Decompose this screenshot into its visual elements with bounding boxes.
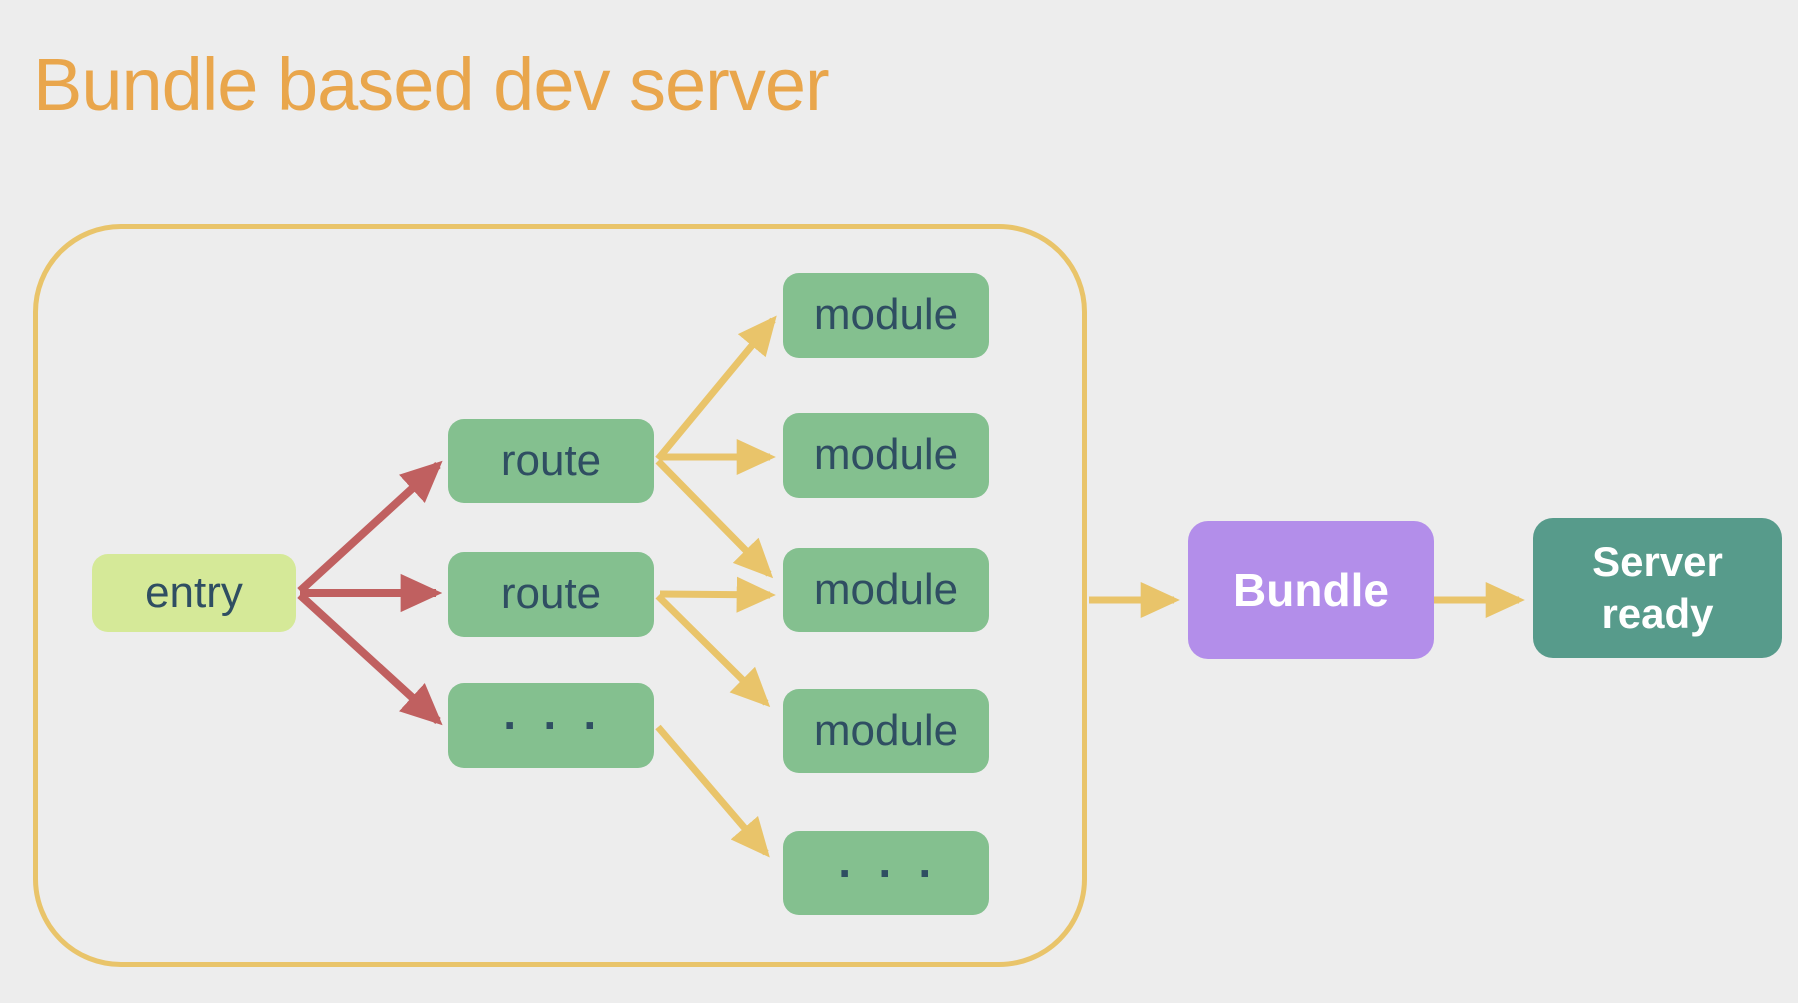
server-ready-node: Server ready	[1533, 518, 1782, 658]
route-node-1: route	[448, 419, 654, 503]
module-node-2: module	[783, 413, 989, 498]
module-node-3: module	[783, 548, 989, 632]
route-node-ellipsis: · · ·	[448, 683, 654, 768]
module-node-1: module	[783, 273, 989, 358]
dev-server-group-box	[33, 224, 1087, 967]
module-node-ellipsis: · · ·	[783, 831, 989, 915]
module-node-4: module	[783, 689, 989, 773]
entry-node: entry	[92, 554, 296, 632]
page-title: Bundle based dev server	[33, 43, 830, 126]
route-node-2: route	[448, 552, 654, 637]
bundle-node: Bundle	[1188, 521, 1434, 659]
